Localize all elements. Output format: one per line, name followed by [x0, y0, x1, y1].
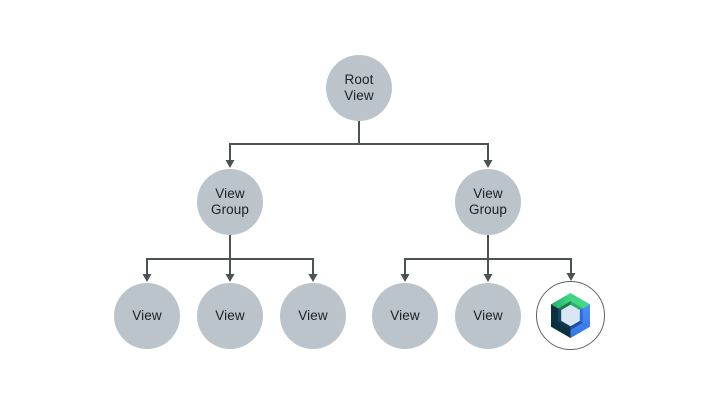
node-label: Root View	[344, 71, 374, 104]
node-label: View Group	[468, 185, 508, 218]
node-label: View Group	[210, 185, 250, 218]
node-label: View	[132, 307, 162, 323]
node-root-view: Root View	[326, 55, 392, 121]
node-compose	[536, 281, 605, 350]
node-view-1: View	[114, 283, 180, 349]
node-label: View	[473, 307, 503, 323]
node-view-5: View	[455, 283, 521, 349]
jetpack-compose-icon	[551, 292, 590, 339]
node-view-3: View	[280, 283, 346, 349]
node-view-2: View	[197, 283, 263, 349]
node-label: View	[298, 307, 328, 323]
node-label: View	[390, 307, 420, 323]
node-view-group-right: View Group	[455, 169, 521, 235]
node-label: View	[215, 307, 245, 323]
node-view-4: View	[372, 283, 438, 349]
node-view-group-left: View Group	[197, 169, 263, 235]
